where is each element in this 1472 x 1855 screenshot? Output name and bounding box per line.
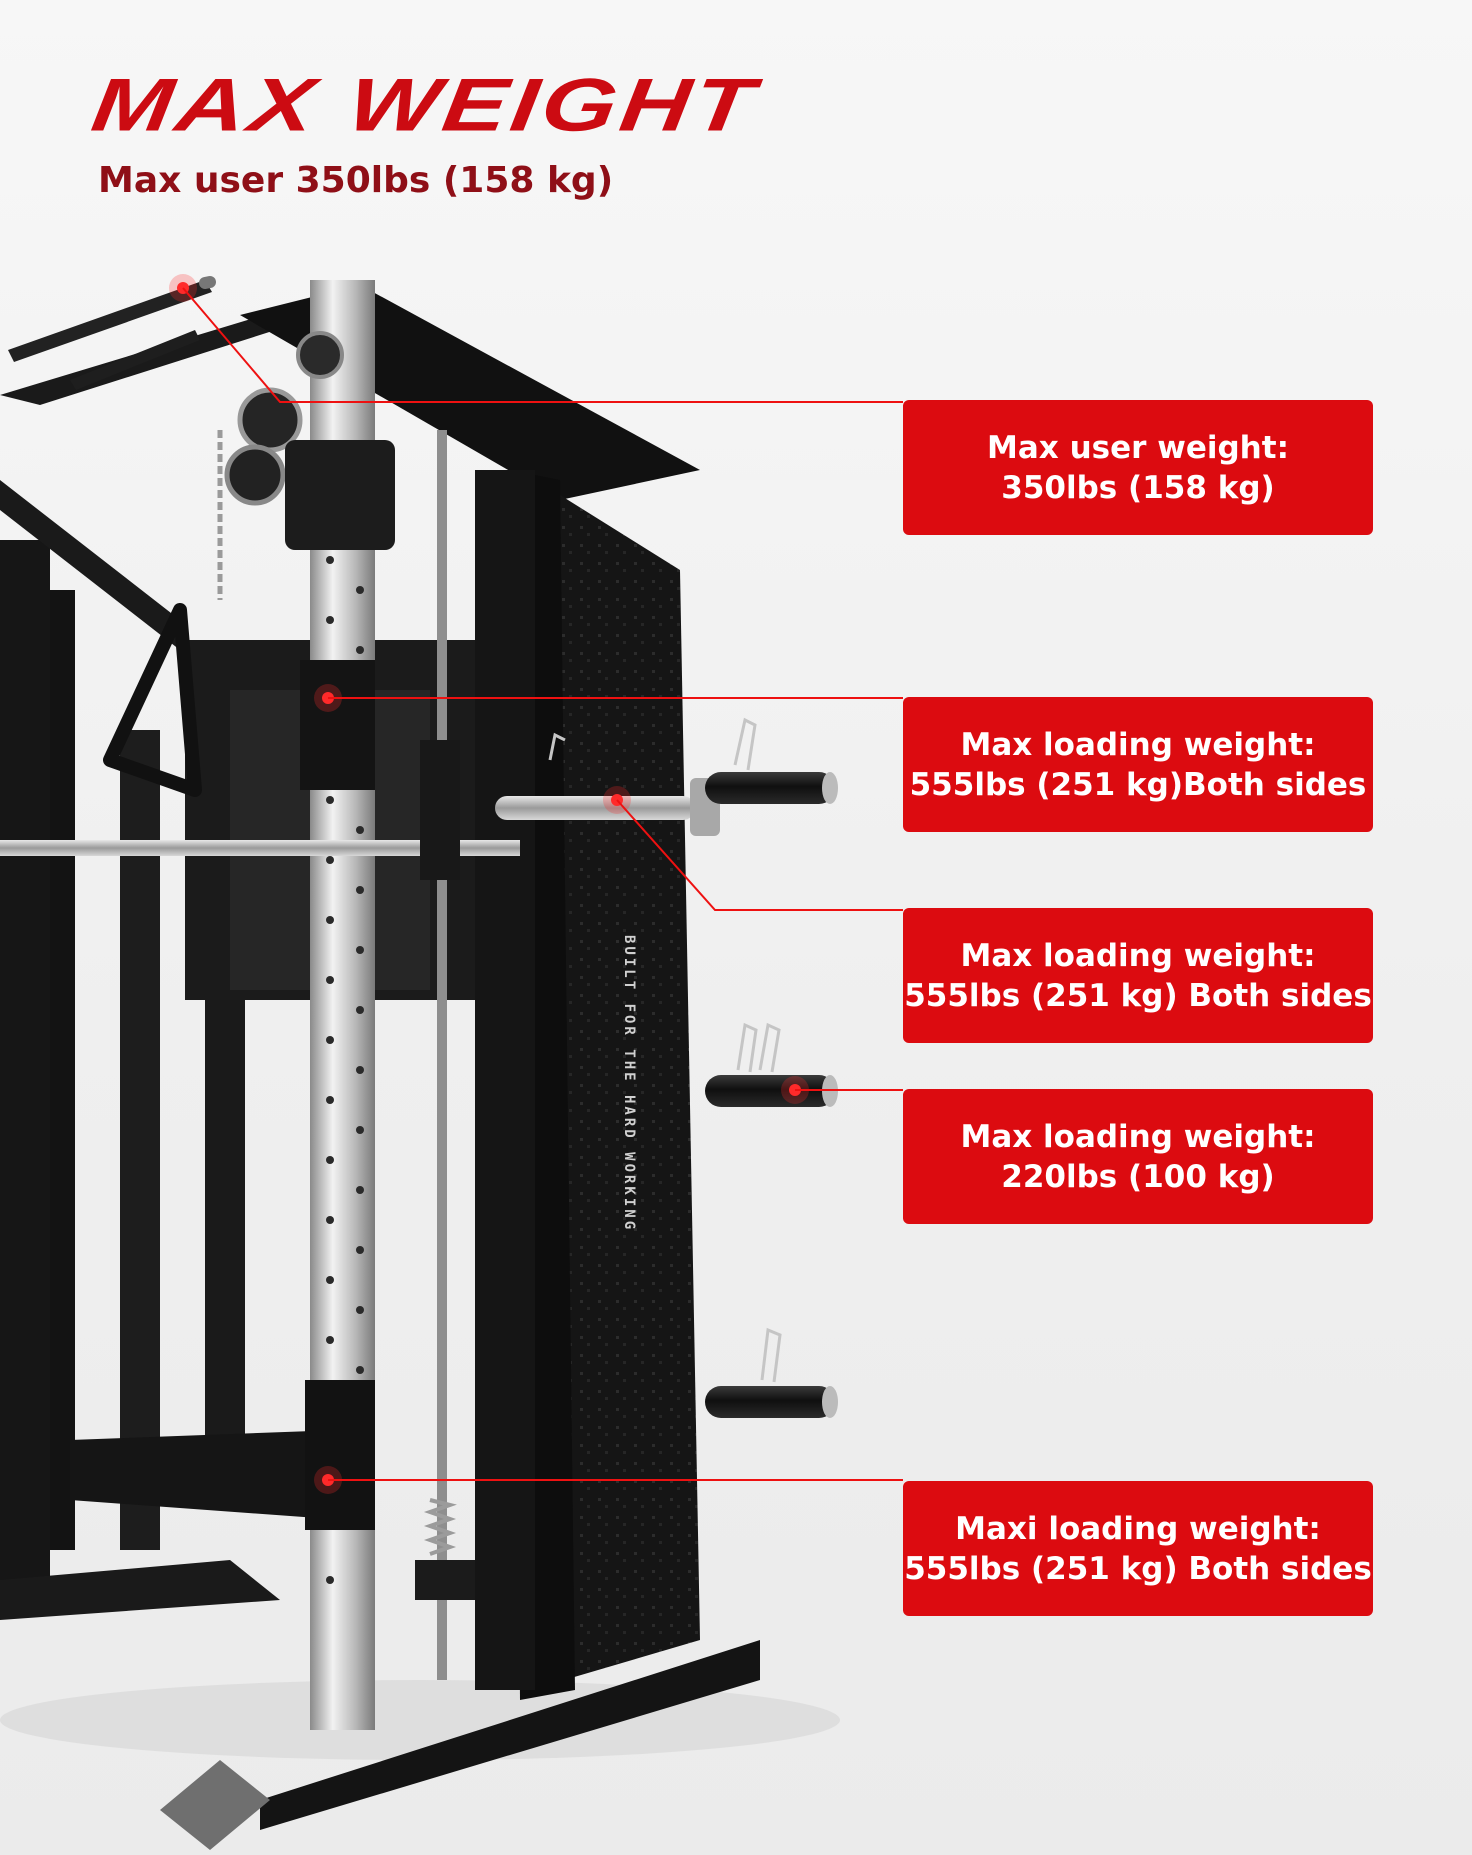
smith-bar: [0, 840, 520, 856]
callout-1-line-1: Max user weight:: [987, 429, 1289, 466]
callout-5-line-1: Maxi loading weight:: [955, 1510, 1321, 1547]
callout-top-loading-weight: Max loading weight: 555lbs (251 kg)Both …: [903, 697, 1373, 832]
callout-1-line-2: 350lbs (158 kg): [1001, 469, 1275, 506]
page-subtitle: Max user 350lbs (158 kg): [98, 160, 614, 201]
front-upright: [475, 470, 535, 1690]
callout-5-line-2: 555lbs (251 kg) Both sides: [904, 1550, 1372, 1587]
base-frame: [260, 1640, 760, 1830]
callout-storage-peg-loading-weight: Max loading weight: 220lbs (100 kg): [903, 1089, 1373, 1224]
storage-peg-1: [705, 772, 835, 804]
callout-2-line-2: 555lbs (251 kg)Both sides: [909, 766, 1367, 803]
callout-max-user-weight: Max user weight: 350lbs (158 kg): [903, 400, 1373, 535]
callout-3-line-2: 555lbs (251 kg) Both sides: [904, 977, 1372, 1014]
callout-barbell-loading-weight: Max loading weight: 555lbs (251 kg) Both…: [903, 908, 1373, 1043]
cable-handle: [103, 603, 202, 797]
pullup-bar-side: [70, 330, 200, 390]
spring: [423, 1498, 457, 1556]
panel-text: BUILT FOR THE HARD WORKING: [621, 935, 637, 1232]
guide-rod: [437, 430, 447, 1680]
j-hook: [300, 660, 375, 790]
storage-peg-3: [705, 1386, 835, 1418]
callout-4-line-2: 220lbs (100 kg): [1001, 1158, 1275, 1195]
pullup-bar: [8, 280, 212, 362]
power-rack-illustration: BUILT FOR THE HARD WORKING: [0, 274, 840, 1850]
pulley-housing: [285, 440, 395, 550]
callout-3-line-1: Max loading weight:: [960, 937, 1316, 974]
callout-2-line-1: Max loading weight:: [960, 726, 1316, 763]
callout-safety-arm-loading-weight: Maxi loading weight: 555lbs (251 kg) Bot…: [903, 1481, 1373, 1616]
callout-4-line-1: Max loading weight:: [960, 1118, 1316, 1155]
storage-peg-2: [705, 1075, 835, 1107]
pulley-top: [296, 331, 344, 379]
upper-barbell: [495, 796, 695, 820]
safety-arm: [70, 1430, 345, 1520]
page-title: MAX WEIGHT: [86, 63, 763, 147]
